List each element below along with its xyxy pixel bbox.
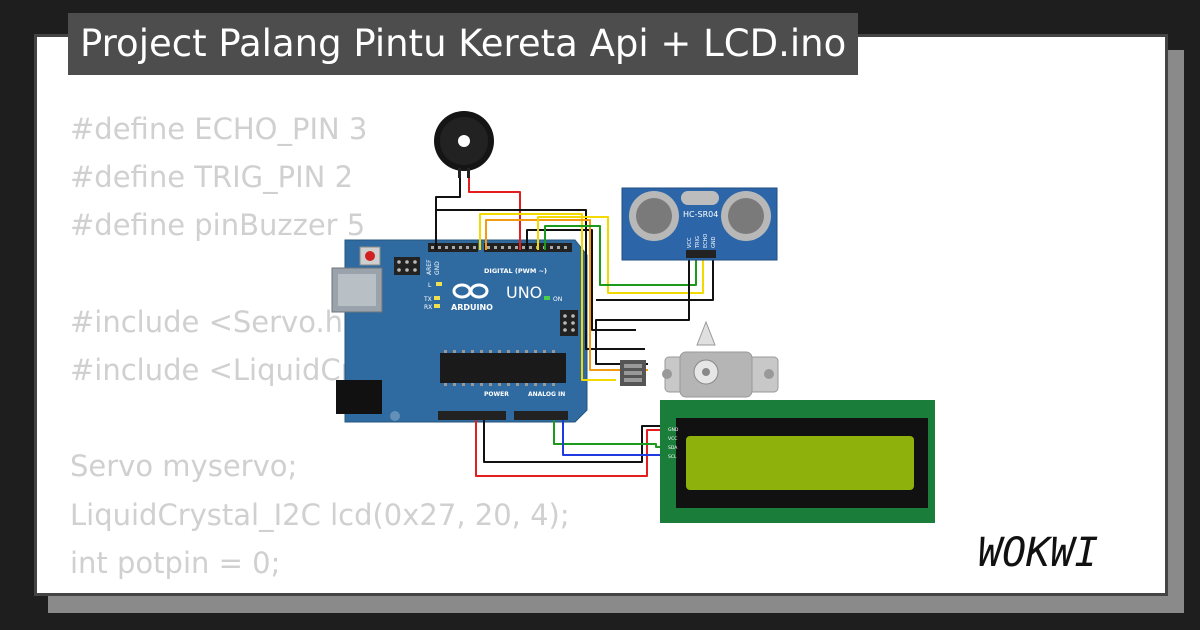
code-line: Servo myservo; [70, 449, 298, 484]
aref-label: AREF [426, 259, 433, 275]
sensor-pin-trig: TRIG [695, 236, 701, 249]
led-l-label: L [428, 282, 432, 289]
project-title: Project Palang Pintu Kereta Api + LCD.in… [68, 13, 859, 75]
servo-icon [620, 320, 779, 398]
wokwi-logo: WOKWI [978, 530, 1098, 576]
analog-label: ANALOG IN [528, 391, 565, 398]
sensor-pin-gnd: GND [711, 236, 717, 248]
on-label: ON [553, 296, 562, 303]
preview-card: #define ECHO_PIN 3 #define TRIG_PIN 2 #def… [34, 34, 1168, 596]
buzzer-icon [434, 111, 494, 178]
led-rx-label: RX [424, 304, 432, 311]
code-line: #define ECHO_PIN 3 [70, 112, 368, 146]
lcd-pin-gnd: GND [668, 427, 679, 433]
power-label: POWER [484, 391, 509, 398]
sensor-pin-vcc: VCC [687, 237, 693, 248]
lcd-icon: GND VCC SDA SCL [660, 400, 935, 523]
ultrasonic-sensor-icon: HC-SR04 VCC TRIG ECHO GND [621, 187, 778, 261]
lcd-pin-sda: SDA [668, 445, 678, 451]
lcd-pin-vcc: VCC [668, 436, 677, 442]
sensor-model: HC-SR04 [683, 210, 718, 219]
code-line: #include <Servo.h> [70, 304, 368, 339]
code-line: #define TRIG_PIN 2 [70, 160, 354, 195]
board-name: UNO [506, 283, 542, 302]
sensor-pin-echo: ECHO [703, 234, 709, 248]
gnd-label: GND [434, 261, 441, 275]
code-line: #define pinBuzzer 5 [70, 208, 366, 243]
led-tx-label: TX [423, 296, 432, 303]
logo-text: WOKWI [978, 530, 1098, 576]
lcd-pin-scl: SCL [668, 454, 677, 460]
code-line: LiquidCrystal_I2C lcd(0x27, 20, 4); [70, 497, 570, 532]
brand-label: ARDUINO [451, 303, 493, 312]
code-line: int potpin = 0; [70, 545, 281, 580]
digital-label: DIGITAL (PWM ~) [484, 267, 547, 275]
arduino-board-icon: AREF GND DIGITAL (PWM ~) UNO ARDUINO L T… [331, 239, 588, 423]
